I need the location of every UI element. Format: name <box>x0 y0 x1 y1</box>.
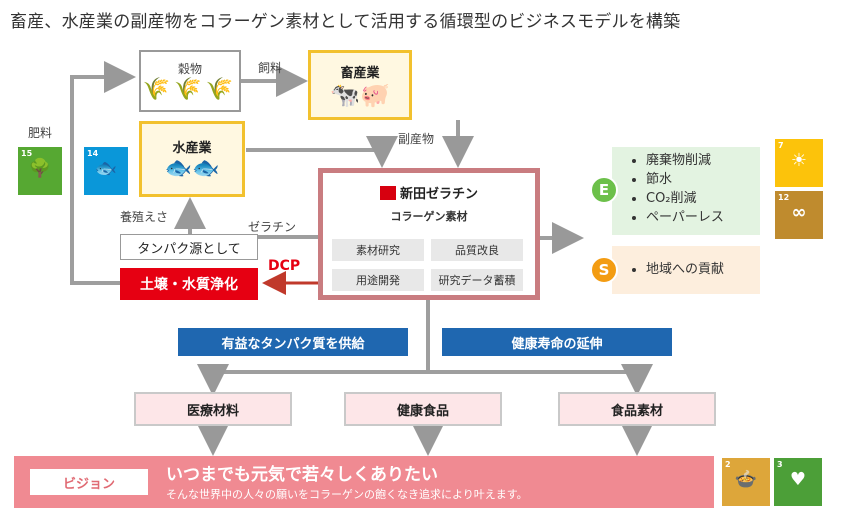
cell-research-data: 研究データ蓄積 <box>431 269 523 291</box>
sdg-15-number: 15 <box>21 149 33 158</box>
sdg-2-icon: 2 🍲 <box>722 458 770 506</box>
aquaculture-label: 養殖えさ <box>120 210 169 224</box>
sdg-12-number: 12 <box>778 193 790 202</box>
social-list: 地域への貢献 <box>612 260 760 279</box>
soil-water-box: 土壌・水質浄化 <box>120 268 258 300</box>
social-item: 地域への貢献 <box>646 260 760 279</box>
grain-box: 穀物 🌾🌾🌾 <box>139 50 241 112</box>
cell-quality-improvement: 品質改良 <box>431 239 523 261</box>
sdg-3-icon: 3 ♥ <box>774 458 822 506</box>
sdg-14-number: 14 <box>87 149 99 158</box>
cell-application-development: 用途開発 <box>332 269 424 291</box>
sdg-7-icon: 7 ☀ <box>775 139 823 187</box>
sdg-7-number: 7 <box>778 141 784 150</box>
sdg-3-number: 3 <box>777 460 783 469</box>
wheat-icon: 🌾🌾🌾 <box>142 77 238 102</box>
environment-list: 廃棄物削減 節水 CO₂削減 ペーパーレス <box>612 151 760 227</box>
cow-pig-icon: 🐄🐖 <box>330 80 390 109</box>
env-item: ペーパーレス <box>646 208 760 227</box>
feed-label: 飼料 <box>258 61 283 75</box>
company-name: 新田ゼラチン <box>399 187 478 202</box>
livestock-label: 畜産業 <box>340 65 380 81</box>
social-badge: S <box>590 256 618 284</box>
vision-sub: そんな世界中の人々の願いをコラーゲンの飽くなき追求により叶えます。 <box>166 488 528 501</box>
banner-healthy-life: 健康寿命の延伸 <box>442 328 672 356</box>
banner-protein: 有益なタンパク質を供給 <box>178 328 408 356</box>
cell-material-research: 素材研究 <box>332 239 424 261</box>
sdg-14-icon: 14 🐟 <box>84 147 128 195</box>
grain-label: 穀物 <box>177 62 202 76</box>
vision-banner: ビジョン いつまでも元気で若々しくありたい そんな世界中の人々の願いをコラーゲン… <box>14 456 714 508</box>
fish-icon: 🐟🐟 <box>164 156 220 181</box>
livestock-box: 畜産業 🐄🐖 <box>308 50 412 120</box>
gelatin-label: ゼラチン <box>248 220 297 234</box>
nitta-logo-icon <box>379 185 396 200</box>
output-food-material: 食品素材 <box>558 392 716 426</box>
fishery-label: 水産業 <box>172 141 212 156</box>
vision-tag: ビジョン <box>30 469 148 495</box>
protein-source-box: タンパク源として <box>120 234 258 260</box>
fishery-box: 水産業 🐟🐟 <box>139 121 245 197</box>
social-panel: 地域への貢献 <box>612 246 760 294</box>
environment-panel: 廃棄物削減 節水 CO₂削減 ペーパーレス <box>612 147 760 235</box>
env-item: 節水 <box>646 170 760 189</box>
sdg-12-icon: 12 ∞ <box>775 191 823 239</box>
page-title: 畜産、水産業の副産物をコラーゲン素材として活用する循環型のビジネスモデルを構築 <box>10 12 681 32</box>
nitta-gelatin-center-box: 新田ゼラチン コラーゲン素材 素材研究 品質改良 用途開発 研究データ蓄積 <box>318 168 540 300</box>
dcp-label: DCP <box>268 258 301 274</box>
sdg-2-number: 2 <box>725 460 731 469</box>
sdg-15-icon: 15 🌳 <box>18 147 62 195</box>
output-medical: 医療材料 <box>134 392 292 426</box>
output-health-food: 健康食品 <box>344 392 502 426</box>
fertilizer-label: 肥料 <box>28 126 53 140</box>
collagen-subtitle: コラーゲン素材 <box>390 210 468 223</box>
env-badge: E <box>590 176 618 204</box>
byproduct-label: 副産物 <box>398 132 435 146</box>
vision-headline: いつまでも元気で若々しくありたい <box>166 465 438 485</box>
env-item: 廃棄物削減 <box>646 151 760 170</box>
env-item: CO₂削減 <box>646 189 760 208</box>
